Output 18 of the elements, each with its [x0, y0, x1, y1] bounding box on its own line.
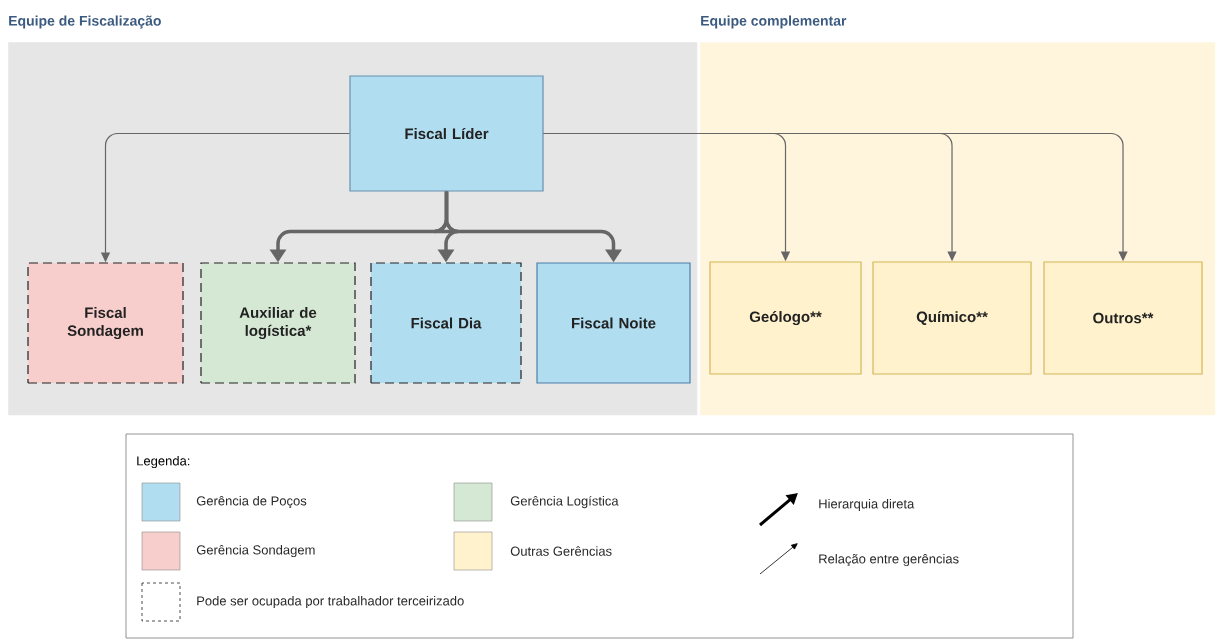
legend-text: Relação entre gerências [819, 553, 959, 567]
legend-text: Gerência de Poços [196, 495, 307, 509]
legend-text: Pode ser ocupada por trabalhador terceirizado [197, 595, 464, 609]
legend-text: Gerência Logística [510, 495, 619, 509]
legend-text: Hierarquia direta [819, 498, 915, 512]
role-box: Fiscal Líder [349, 75, 544, 192]
role-box: Fiscal Sondagem [27, 262, 184, 384]
role-box: Outros** [1043, 261, 1203, 375]
role-box: Auxiliar de logística* [200, 262, 356, 384]
legend-text: Gerência Sondagem [196, 544, 315, 558]
role-box: Geólogo** [709, 261, 862, 375]
group-heading: Equipe de Fiscalização [9, 15, 161, 29]
role-box: Fiscal Noite [536, 262, 691, 384]
legend-title: Legenda: [137, 455, 190, 469]
role-box: Químico** [872, 261, 1032, 375]
group-heading: Equipe complementar [701, 15, 847, 29]
role-box: Fiscal Dia [370, 262, 522, 384]
legend-text: Outras Gerências [510, 546, 612, 556]
